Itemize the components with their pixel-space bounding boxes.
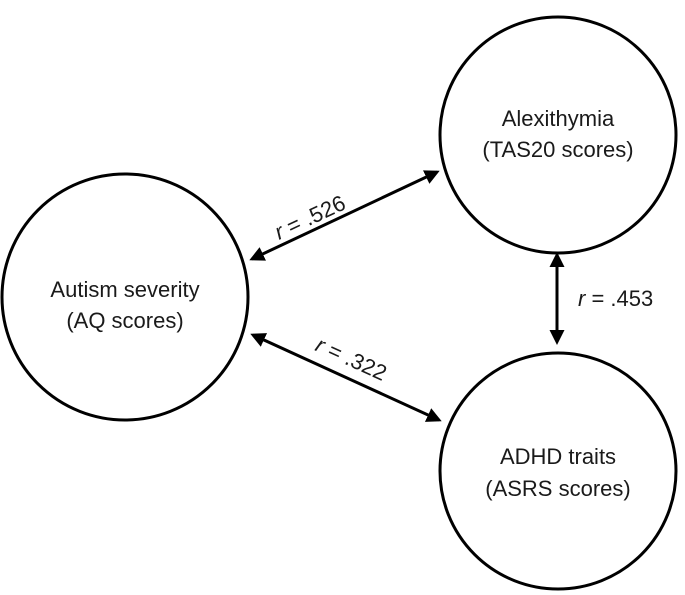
correlation-symbol: r [578, 286, 587, 311]
node-circle [438, 351, 678, 591]
node-subtitle: (TAS20 scores) [482, 137, 633, 162]
node-title: ADHD traits [500, 444, 616, 469]
edge-label-autism-adhd: r = .322 [312, 332, 391, 386]
node-title: Autism severity [50, 277, 199, 302]
node-autism-severity: Autism severity (AQ scores) [0, 172, 250, 422]
node-circle [0, 172, 250, 422]
edge-label-alexithymia-adhd: r = .453 [578, 286, 653, 311]
correlation-value: = .526 [277, 190, 349, 241]
node-alexithymia: Alexithymia (TAS20 scores) [438, 15, 678, 255]
correlation-value: = .453 [585, 286, 653, 311]
edge-label-autism-alexithymia: r = .526 [271, 190, 350, 244]
node-adhd-traits: ADHD traits (ASRS scores) [438, 351, 678, 591]
node-subtitle: (AQ scores) [66, 308, 183, 333]
node-subtitle: (ASRS scores) [485, 476, 630, 501]
correlation-value: = .322 [319, 335, 391, 386]
edge-autism-alexithymia [249, 170, 440, 261]
node-circle [438, 15, 678, 255]
edge-autism-adhd [250, 333, 442, 422]
node-title: Alexithymia [502, 106, 615, 131]
